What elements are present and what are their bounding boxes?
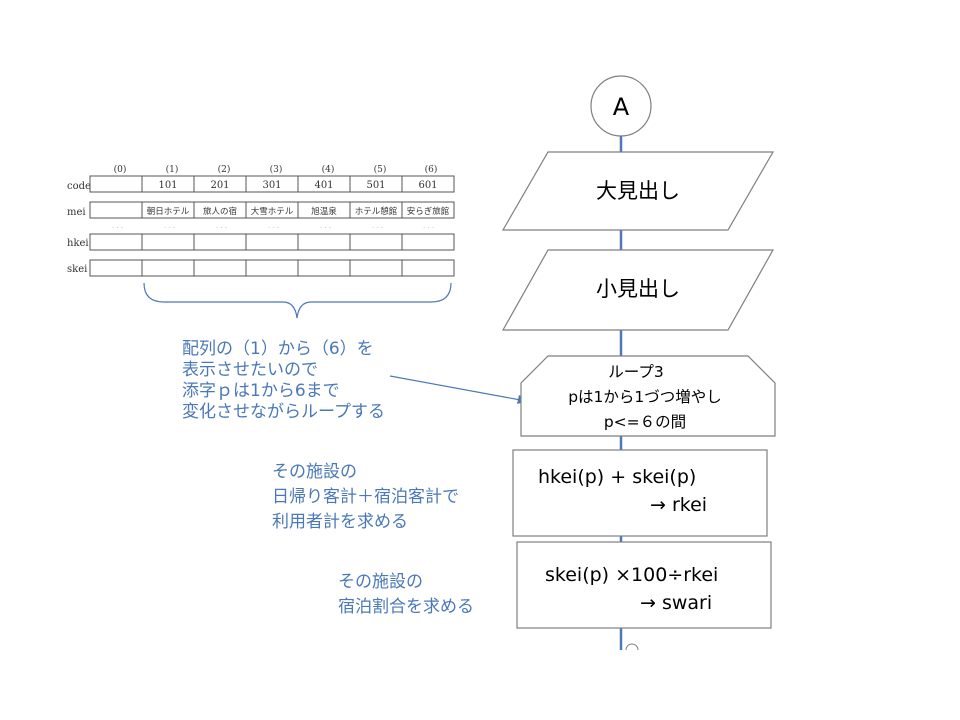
svg-text:· · ·: · · ·	[112, 224, 123, 232]
svg-text:· · ·: · · ·	[372, 224, 383, 232]
svg-text:· · ·: · · ·	[164, 224, 175, 232]
table-cell: 101	[158, 180, 177, 191]
brace-shape	[143, 282, 452, 319]
table-row	[89, 201, 455, 219]
loop-line: pは1から1づつ増やし	[568, 388, 722, 406]
svg-text:· · ·: · · ·	[268, 224, 279, 232]
process-line: hkei(p) + skei(p)	[538, 466, 696, 488]
process-line: → rkei	[650, 494, 707, 516]
note-line: 宿泊割合を求める	[338, 597, 474, 617]
process-line: → swari	[640, 592, 712, 614]
svg-text:· · ·: · · ·	[320, 224, 331, 232]
index-label: (6)	[425, 164, 438, 175]
table-cell: 朝日ホテル	[147, 207, 190, 217]
process-rkei	[512, 449, 768, 537]
svg-text:· · ·: · · ·	[216, 224, 227, 232]
table-cell: 201	[210, 180, 229, 191]
index-label: (3)	[270, 164, 283, 175]
row-label: hkei	[67, 238, 89, 249]
total-note: その施設の 日帰り客計＋宿泊客計で 利用者計を求める	[272, 460, 459, 535]
heading-large-text: 大見出し	[596, 179, 680, 203]
row-label: code	[67, 181, 91, 192]
note-line: 変化させながらループする	[182, 402, 385, 422]
row-label: mei	[67, 207, 86, 218]
table-cell: 301	[262, 180, 281, 191]
svg-text:· · ·: · · ·	[423, 224, 434, 232]
index-label: (5)	[374, 164, 387, 175]
note-line: 配列の（1）から（6）を	[182, 339, 374, 359]
row-label: skei	[67, 264, 87, 275]
loop-start-shape	[520, 355, 776, 437]
heading-small-shape	[501, 249, 775, 331]
flowchart: A 大見出し 小見出し ループ3 pは1から1づつ増やし p<=６の間 hkei…	[501, 75, 776, 651]
table-cell: 安らぎ旅館	[407, 206, 450, 217]
table-cell: 大雪ホテル	[251, 206, 294, 217]
loop-line: p<=６の間	[604, 413, 686, 431]
note-line: 添字ｐは1から6まで	[182, 381, 340, 401]
note-line: 利用者計を求める	[272, 512, 408, 532]
heading-small-text: 小見出し	[596, 277, 680, 301]
note-arrow	[389, 375, 529, 404]
note-line: その施設の	[272, 462, 357, 482]
connector-a	[590, 75, 652, 137]
index-label: (2)	[218, 164, 231, 175]
table-cell: ホテル憩館	[355, 206, 398, 217]
index-label: (0)	[114, 164, 127, 175]
connector-label: A	[613, 93, 630, 121]
table-row	[89, 233, 455, 251]
note-line: 日帰り客計＋宿泊客計で	[272, 487, 459, 507]
bottom-connector-icon	[625, 643, 639, 651]
table-row	[89, 175, 455, 193]
array-note: 配列の（1）から（6）を 表示させたいので 添字ｐは1から6まで 変化させながら…	[182, 339, 385, 423]
table-cell: 旭温泉	[311, 206, 337, 217]
table-cell: 601	[418, 180, 437, 191]
index-label: (4)	[322, 164, 335, 175]
loop-line: ループ3	[608, 363, 663, 381]
ratio-note: その施設の 宿泊割合を求める	[338, 570, 474, 620]
table-cell: 501	[366, 180, 385, 191]
table-row	[89, 259, 455, 277]
process-swari	[516, 541, 772, 629]
note-line: その施設の	[338, 572, 423, 592]
table-cell: 401	[314, 180, 333, 191]
heading-large-shape	[501, 151, 775, 231]
process-line: skei(p) ×100÷rkei	[545, 564, 718, 586]
array-table: (0) (1) (2) (3) (4) (5) (6) code mei hke…	[67, 164, 455, 319]
table-cell: 旅人の宿	[203, 206, 237, 217]
index-label: (1)	[166, 164, 179, 175]
note-line: 表示させたいので	[182, 360, 318, 380]
